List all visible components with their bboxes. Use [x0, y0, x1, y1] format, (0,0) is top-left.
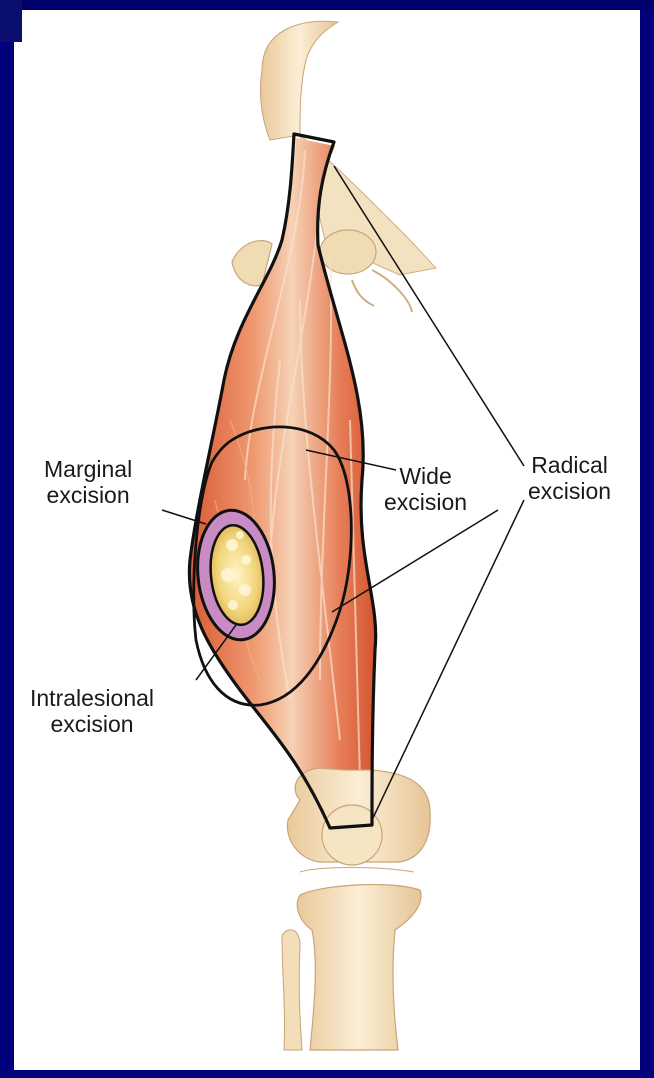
leader-radical-bottom	[372, 500, 524, 820]
label-wide-line2: excision	[384, 489, 467, 515]
label-radical-line2: excision	[528, 478, 611, 504]
knee-and-leg-bones	[282, 768, 430, 1050]
label-radical-line1: Radical	[528, 452, 611, 478]
label-intralesional-excision: Intralesional excision	[30, 685, 154, 737]
label-wide-excision: Wide excision	[384, 463, 467, 515]
label-marginal-line1: Marginal	[44, 456, 132, 482]
label-intralesional-line1: Intralesional	[30, 685, 154, 711]
label-intralesional-line2: excision	[30, 711, 154, 737]
label-radical-excision: Radical excision	[528, 452, 611, 504]
label-wide-line1: Wide	[384, 463, 467, 489]
label-marginal-line2: excision	[44, 482, 132, 508]
label-marginal-excision: Marginal excision	[44, 456, 132, 508]
